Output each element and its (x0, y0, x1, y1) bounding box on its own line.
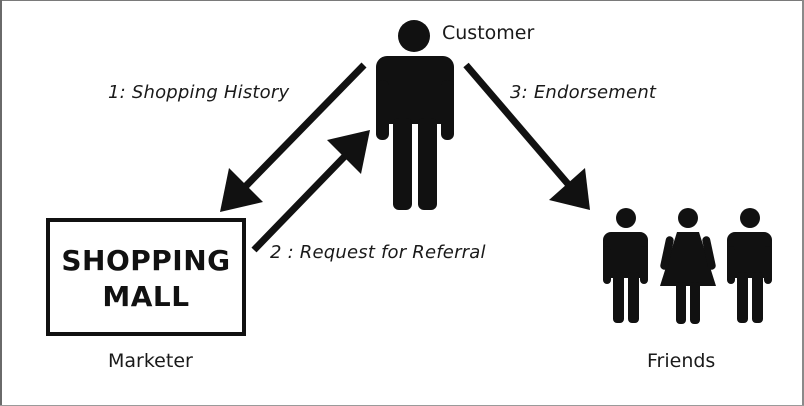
friend-man-left-icon (603, 208, 648, 323)
arrow-endorsement (463, 62, 590, 210)
arrow-request-for-referral (251, 130, 370, 253)
edge-label-request-referral: 2 : Request for Referral (270, 242, 486, 263)
shopping-mall-box: SHOPPING MALL (46, 218, 246, 336)
friends-label: Friends (647, 350, 716, 372)
frame-right-border (802, 0, 804, 406)
customer-label: Customer (442, 22, 535, 44)
frame-top-border (0, 0, 804, 1)
mall-box-line1: SHOPPING (61, 244, 231, 277)
edge-label-endorsement: 3: Endorsement (510, 82, 657, 103)
frame-left-border (0, 0, 2, 406)
customer-figure-icon (376, 20, 454, 210)
friend-man-right-icon (727, 208, 772, 323)
arrow-shopping-history (220, 62, 367, 212)
marketer-label: Marketer (108, 350, 193, 372)
edge-label-shopping-history: 1: Shopping History (108, 82, 290, 103)
friend-woman-icon (660, 208, 716, 324)
mall-box-line2: MALL (102, 280, 190, 313)
